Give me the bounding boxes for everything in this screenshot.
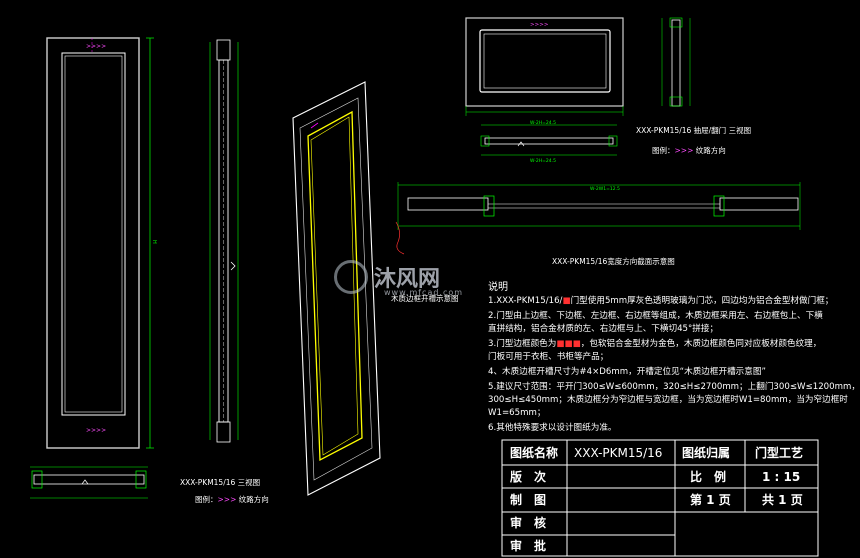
main-legend-prefix: 图例： [195, 495, 218, 504]
drawer-caption-title: XXX-PKM15/16 抽屉/翻门 三视图 [636, 126, 752, 135]
drawer-section-view [480, 124, 618, 156]
drawer-caption-legend: 图例：>>> 纹路方向 [652, 147, 726, 155]
section-caption-title: XXX-PKM15/16宽度方向截面示意图 [552, 257, 675, 266]
drawing-name-value: XXX-PKM15/16 [574, 446, 663, 460]
note-4: 4、木质边框开槽尺寸为#4×D6mm，开槽定位见“木质边框开槽示意图” [488, 367, 766, 377]
approve-label: 审 批 [510, 539, 547, 553]
drawer-legend-arrows: >>> [674, 146, 694, 155]
main-caption-legend: 图例：>>> 纹路方向 [195, 496, 269, 504]
note-6: 6.其他特殊要求以设计图纸为准。 [488, 423, 617, 433]
drawer-side-view [661, 17, 691, 107]
main-legend-text: 纹路方向 [238, 495, 269, 504]
watermark-logo-icon [334, 260, 368, 294]
note-3-color-swatch: ■■■ [556, 339, 581, 349]
door-front-view [46, 37, 140, 449]
main-height-value: H [151, 240, 157, 244]
note-5c: W1=65mm； [488, 408, 546, 418]
note-5a: 5.建议尺寸范围：平开门300≤W≤600mm，320≤H≤2700mm；上翻门… [488, 382, 860, 392]
drawer-grain-arrows: >>>> [530, 22, 549, 28]
drawer-dim-label-bottom: W-2H=24.5 [530, 158, 556, 164]
note-1-highlight: ■ [562, 296, 571, 306]
note-2a: 2.门型由上边框、下边框、左边框、右边框等组成，木质边框采用左、右边框包上、下横 [488, 311, 823, 321]
note-2b: 直拼结构，铝合金材质的左、右边框与上、下横切45°拼接； [488, 324, 719, 334]
title-block [501, 439, 819, 557]
watermark-brand: 沐风网 [374, 267, 441, 292]
note-3-part-a: 3.门型边框颜色为 [488, 339, 557, 349]
drawing-name-label: 图纸名称 [510, 446, 559, 460]
main-legend-arrows: >>> [217, 495, 237, 504]
width-section-view [395, 182, 801, 255]
note-3c: 门板可用于衣柜、书柜等产品； [488, 352, 609, 362]
drawer-dim-label-top: W-2H=24.5 [530, 120, 556, 126]
note-3: 3.门型边框颜色为■■■，包软铝合金型材为金色，木质边框颜色同对应板材颜色纹理， [488, 340, 821, 349]
watermark-url: www.mfcad.com [384, 288, 464, 297]
page-number: 第 1 页 [690, 493, 731, 507]
drawer-legend-text: 纹路方向 [695, 146, 726, 155]
category-value: 门型工艺 [755, 446, 804, 460]
note-5b: 300≤H≤450mm；木质边框分为窄边框与宽边框，当为宽边框时W1=80mm，… [488, 395, 848, 405]
note-1: 1.XXX-PKM15/16/■门型使用5mm厚灰色透明玻璃为门芯，四边均为铝合… [488, 297, 833, 306]
drawer-legend-prefix: 图例： [652, 146, 675, 155]
main-height-dimension [146, 37, 154, 449]
main-caption-title: XXX-PKM15/16 三视图 [180, 478, 261, 487]
total-pages: 共 1 页 [762, 493, 803, 507]
grain-arrows-top: >>>> [86, 43, 106, 50]
drawer-front-view [465, 17, 624, 116]
watermark: 沐风网 www.mfcad.com [334, 258, 466, 302]
note-1-part-b: 门型使用5mm厚灰色透明玻璃为门芯，四边均为铝合金型材做门框； [570, 296, 834, 306]
door-side-view [209, 39, 239, 443]
notes-heading: 说明 [488, 282, 508, 293]
grain-arrows-bottom: >>>> [86, 427, 106, 434]
scale-value: 1 : 15 [762, 470, 801, 484]
cad-drawing: >>>> >>>> H >>>> [30, 17, 819, 557]
slot-detail-view [30, 466, 148, 499]
drawn-label: 制 图 [510, 493, 547, 507]
door-perspective-view [292, 81, 381, 496]
version-label: 版 次 [510, 470, 547, 484]
category-label: 图纸归属 [682, 446, 731, 460]
section-dim-label: W-2W1=12.5 [590, 186, 620, 192]
note-1-part-a: 1.XXX-PKM15/16/ [488, 296, 563, 306]
scale-label: 比 例 [690, 470, 727, 484]
note-3-part-b: ，包软铝合金型材为金色，木质边框颜色同对应板材颜色纹理， [580, 339, 822, 349]
slot-caption-title: 木质边框开槽示意图 [391, 294, 459, 303]
review-label: 审 核 [510, 516, 547, 530]
